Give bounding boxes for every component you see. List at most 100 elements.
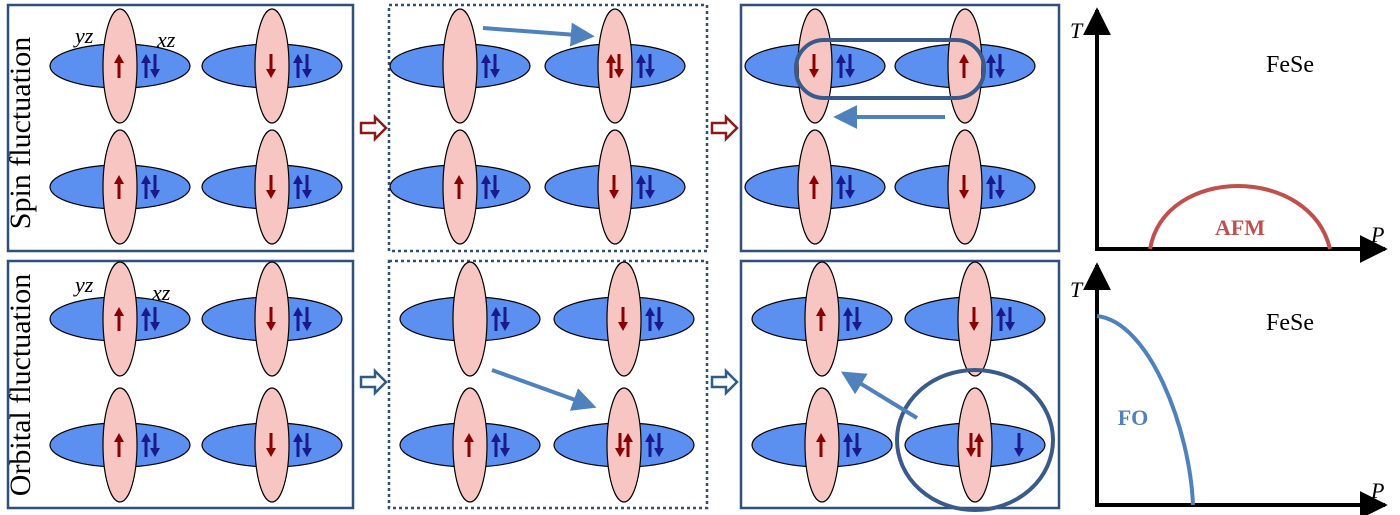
orbital-site	[201, 8, 343, 124]
spin-pair-highlight	[794, 38, 986, 100]
xz-spin-arrow-head	[645, 190, 655, 199]
xz-spin-arrow-head	[491, 433, 501, 442]
xz-spin-arrow-head	[302, 322, 312, 331]
yz-spin-arrow-head	[614, 69, 624, 78]
xz-spin-arrow-head	[852, 322, 862, 331]
orbital-site	[751, 387, 893, 503]
panel-6	[739, 259, 1061, 510]
yz-spin-arrow-head	[609, 190, 619, 199]
orbital-site	[553, 387, 695, 503]
orbital-site	[553, 261, 695, 377]
xz-spin-arrow-head	[845, 69, 855, 78]
phase-diagram-fo: T P FeSe FO	[1070, 262, 1388, 515]
xz-spin-arrow-head	[1005, 322, 1015, 331]
panel-3	[739, 3, 1061, 253]
yz-spin-arrow-head	[266, 190, 276, 199]
xz-spin-arrow-head	[141, 175, 151, 184]
orbital-site	[201, 261, 343, 377]
phase-diagram-afm: T P FeSe AFM	[1070, 7, 1388, 263]
xz-spin-arrow-head	[481, 175, 491, 184]
fo-boundary-curve	[1096, 314, 1195, 506]
xz-spin-arrow-head	[845, 190, 855, 199]
yz-spin-arrow-head	[974, 433, 984, 442]
xz-spin-arrow-head	[150, 69, 160, 78]
t-axis-label-bottom: T	[1070, 277, 1084, 302]
orbital-site	[399, 387, 541, 503]
xz-spin-arrow-head	[995, 69, 1005, 78]
material-label-bottom: FeSe	[1266, 310, 1314, 336]
yz-spin-arrow-head	[615, 448, 625, 457]
yz-spin-arrow-head	[266, 448, 276, 457]
orbital-site	[49, 387, 191, 503]
hop-arrow-spin-1	[482, 22, 595, 47]
transition-arrow-orbital-2	[710, 367, 739, 397]
xz-spin-arrow-head	[141, 433, 151, 442]
yz-spin-arrow-head	[959, 190, 969, 199]
panel-5	[387, 259, 709, 510]
xz-spin-arrow-head	[986, 54, 996, 63]
yz-spin-arrow-head	[816, 307, 826, 316]
yz-spin-arrow-head	[618, 322, 628, 331]
xz-spin-arrow-head	[636, 54, 646, 63]
transition-arrow-spin-1	[359, 113, 388, 143]
orbital-site	[201, 129, 343, 245]
orbital-site-highlight	[895, 368, 1055, 512]
yz-spin-arrow-head	[114, 54, 124, 63]
p-axis-label-bottom: P	[1370, 478, 1384, 503]
p-axis-label-top: P	[1370, 222, 1384, 247]
xz-spin-arrow-head	[293, 175, 303, 184]
xz-spin-arrow-head	[481, 54, 491, 63]
xz-label-top: xz	[156, 27, 176, 52]
orbital-site	[894, 8, 1036, 124]
xz-spin-arrow-head	[150, 448, 160, 457]
xz-spin-arrow-head	[654, 322, 664, 331]
orbital-site	[904, 261, 1046, 377]
yz-spin-arrow-head	[114, 307, 124, 316]
orbital-site	[49, 129, 191, 245]
yz-label-bottom: yz	[73, 272, 94, 297]
orbital-site	[894, 129, 1036, 245]
orbital-site	[389, 129, 531, 245]
xz-spin-arrow-head	[302, 190, 312, 199]
yz-spin-arrow-head	[816, 433, 826, 442]
yz-orbital	[597, 8, 633, 124]
orbital-site	[544, 8, 686, 124]
afm-dome-curve	[1148, 184, 1332, 250]
xz-spin-arrow-head	[293, 433, 303, 442]
xz-spin-arrow-head	[150, 190, 160, 199]
xz-spin-arrow-head	[654, 448, 664, 457]
yz-spin-arrow-head	[266, 69, 276, 78]
xz-spin-arrow-head	[836, 175, 846, 184]
xz-spin-arrow-head	[490, 190, 500, 199]
afm-phase-label: AFM	[1215, 215, 1265, 240]
yz-spin-arrow-head	[464, 433, 474, 442]
panels	[6, 3, 1061, 510]
orbital-site	[904, 387, 1046, 503]
yz-spin-arrow-head	[966, 448, 976, 457]
row-label-orbital: Orbital fluctuation	[4, 274, 37, 496]
xz-spin-arrow-head	[836, 54, 846, 63]
xz-spin-arrow-head	[150, 322, 160, 331]
xz-spin-arrow-head	[645, 307, 655, 316]
fo-phase-label: FO	[1118, 405, 1149, 430]
orbital-site	[751, 261, 893, 377]
row-label-spin: Spin fluctuation	[4, 37, 37, 229]
xz-spin-arrow-head	[491, 307, 501, 316]
xz-spin-arrow-head	[293, 54, 303, 63]
orbital-site	[544, 129, 686, 245]
xz-spin-arrow-head	[302, 448, 312, 457]
xz-spin-arrow-head	[645, 433, 655, 442]
yz-spin-arrow-head	[809, 175, 819, 184]
orbital-sites	[49, 8, 1046, 503]
orbital-site	[399, 261, 541, 377]
yz-spin-arrow-head	[114, 433, 124, 442]
xz-spin-arrow-head	[500, 448, 510, 457]
yz-spin-arrow-head	[809, 69, 819, 78]
xz-spin-arrow-head	[500, 322, 510, 331]
yz-spin-arrow-head	[959, 54, 969, 63]
xz-spin-arrow-head	[852, 448, 862, 457]
xz-spin-arrow-head	[302, 69, 312, 78]
yz-orbital	[442, 8, 478, 124]
hop-arrow-orbital-2	[840, 371, 919, 420]
xz-spin-arrow-head	[490, 69, 500, 78]
